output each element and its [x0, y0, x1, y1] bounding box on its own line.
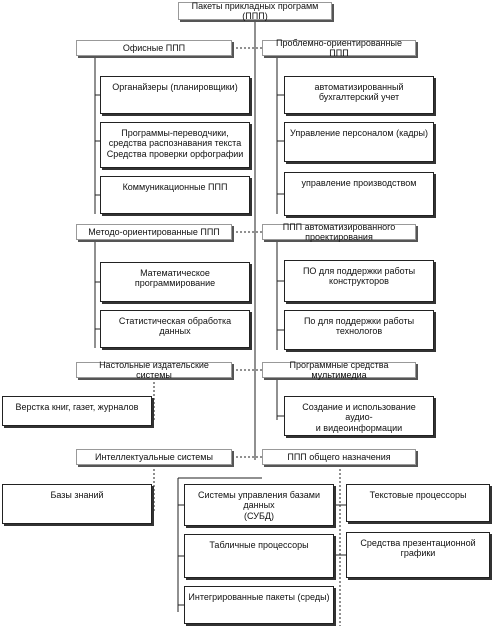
presentation-graphics-box: Средства презентационной графики — [346, 532, 490, 578]
knowledge-bases-box: Базы знаний — [2, 484, 152, 524]
personnel-box: Управление персоналом (кадры) — [284, 122, 434, 162]
multimedia-box: Программные средства мультимедиа — [262, 360, 416, 380]
organizers-box: Органайзеры (планировщики) — [100, 76, 250, 114]
statistics-box: Статистическая обработка данных — [100, 310, 250, 348]
translators-box: Программы-переводчики, средства распозна… — [100, 122, 250, 168]
production-management-box: управление производством — [284, 172, 434, 216]
problem-oriented-ppp-box: Проблемно-ориентированные ППП — [262, 38, 416, 58]
designers-support-box: ПО для поддержки работы конструкторов — [284, 260, 434, 302]
communication-ppp-box: Коммуникационные ППП — [100, 176, 250, 214]
text-processors-box: Текстовые процессоры — [346, 484, 490, 522]
general-purpose-ppp-box: ППП общего назначения — [262, 449, 416, 465]
audio-video-box: Создание и использование аудио- и видеои… — [284, 396, 434, 436]
office-ppp-box: Офисные ППП — [76, 40, 232, 56]
technologists-support-box: По для поддержки работы технологов — [284, 310, 434, 350]
math-programming-box: Математическое программирование — [100, 262, 250, 302]
dbms-box: Системы управления базами данных (СУБД) — [184, 484, 334, 526]
spreadsheets-box: Табличные процессоры — [184, 534, 334, 578]
root-box: Пакеты прикладных программ (ППП) — [178, 1, 332, 21]
integrated-packages-box: Интегрированные пакеты (среды) — [184, 586, 334, 624]
intelligent-systems-box: Интеллектуальные системы — [76, 449, 232, 465]
book-layout-box: Верстка книг, газет, журналов — [2, 396, 152, 426]
method-oriented-ppp-box: Методо-ориентированные ППП — [76, 224, 232, 240]
cad-ppp-box: ППП автоматизированного проектирования — [262, 222, 416, 242]
accounting-box: автоматизированный бухгалтерский учет — [284, 76, 434, 114]
desktop-publishing-box: Настольные издательские системы — [76, 360, 232, 380]
